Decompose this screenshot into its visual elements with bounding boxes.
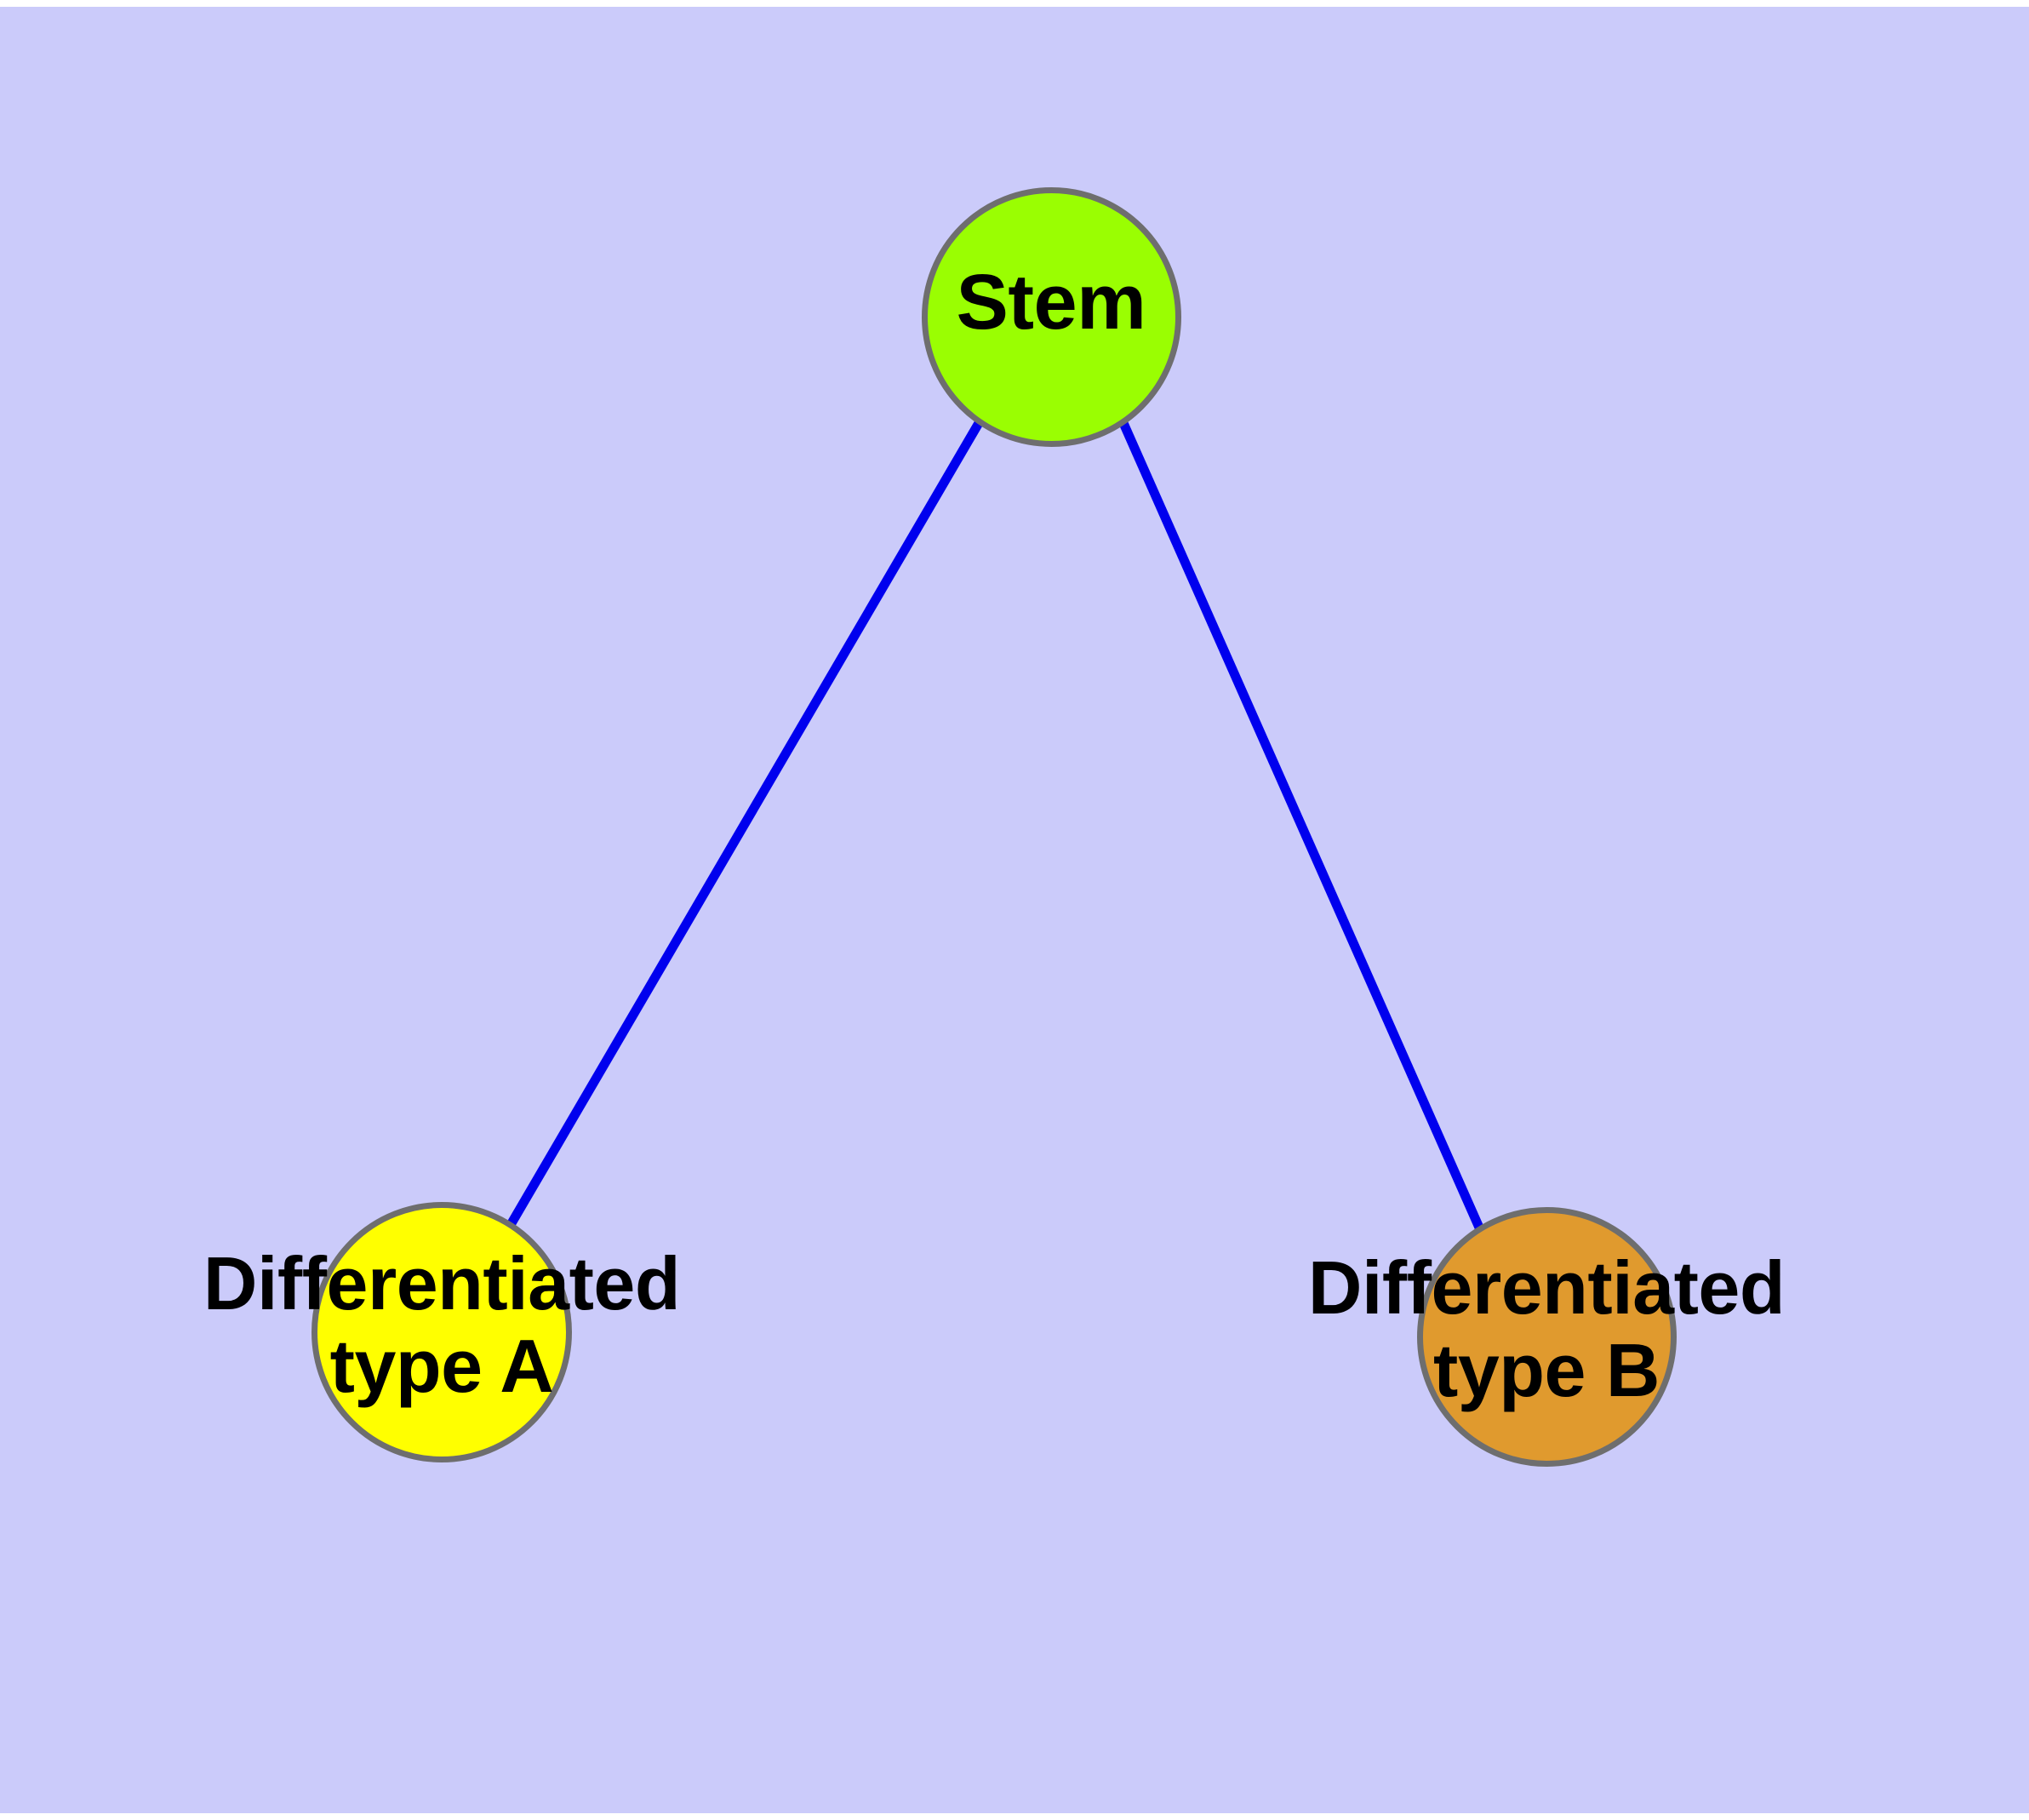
node-stem[interactable] — [922, 187, 1181, 447]
edge-stem-to-differentiated-type-b[interactable] — [1118, 421, 1484, 1230]
node-differentiated-type-b[interactable] — [1417, 1207, 1677, 1467]
node-differentiated-type-a[interactable] — [311, 1202, 572, 1462]
edge-stem-to-differentiated-type-a[interactable] — [507, 421, 983, 1226]
